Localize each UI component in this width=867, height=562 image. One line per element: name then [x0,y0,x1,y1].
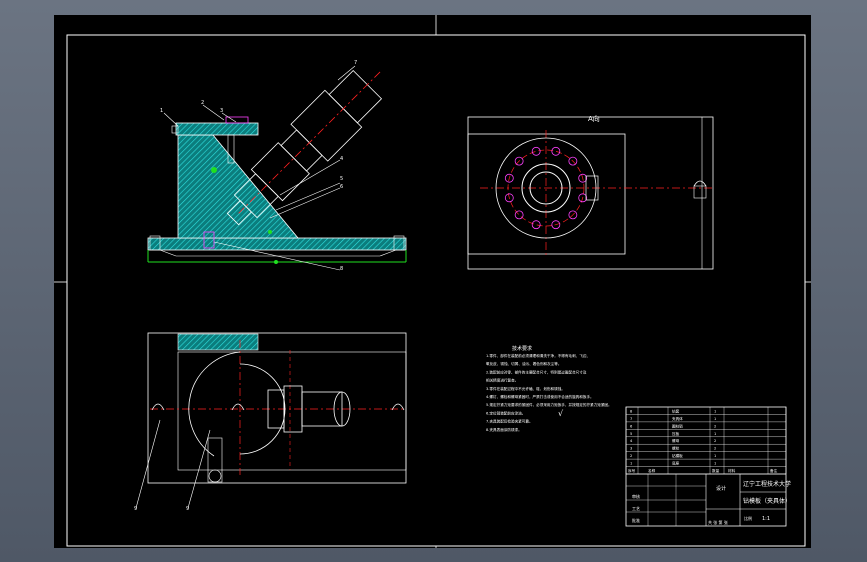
note-line: 3.零件在装配过程中不允许磕、碰、划伤和锈蚀。 [486,386,565,391]
part-balloons: 1 2 3 4 5 6 7 8 9 9 [134,60,357,512]
balloon-label: 7 [354,60,357,66]
note-line: 1.零件、部件在装配前必须清理和清洗干净，不得有毛刺、飞边、 [486,353,590,358]
bolt-hole [568,156,578,166]
parts-cell: 1 [714,409,716,413]
bolt-hole [504,193,514,203]
scale-value: 1:1 [762,516,770,522]
parts-header-cell: 序号 [628,468,636,473]
balloon-label: 3 [220,108,223,114]
parts-cell: 7 [630,417,632,421]
balloon-label: 6 [340,184,343,190]
label-design: 设计 [716,485,726,492]
parts-cell: 2 [630,454,632,458]
parts-cell: 5 [630,432,632,436]
parts-cell: 螺母 [672,438,680,443]
base-plate [147,237,407,251]
parts-cell: 圆柱销 [672,423,683,428]
parts-header-cell: 名称 [648,468,656,473]
balloon-label: 2 [201,100,204,106]
balloon-label: 5 [340,176,343,182]
bolt-hole-circle [504,146,588,230]
bolt-hole [578,173,588,183]
balloon-label: 8 [340,266,343,272]
bolt-hole [568,210,578,220]
bolt-hole [531,220,541,230]
border-ticks [54,15,811,548]
parts-header-cell: 备注 [770,468,778,473]
a-view: A向 [467,114,714,270]
balloon-label: 4 [340,156,343,162]
parts-cell: 螺栓 [672,446,680,451]
notes-heading: 技术要求 [512,345,532,352]
a-view-title: A向 [588,114,600,123]
front-view [147,65,407,271]
parts-cell: 1 [714,417,716,421]
bolt-hole [531,146,541,156]
bolt-hole [514,210,524,220]
note-line: 5.规定拧紧力矩要求的紧固件，必须采用力矩扳手，并按规定的拧紧力矩紧固。 [486,402,612,407]
surface-symbol: √ [558,409,564,418]
bolt-hole [551,146,561,156]
parts-cell: 2 [714,439,716,443]
parts-cell: 4 [630,439,633,443]
bolt-hole [504,173,514,183]
parts-cell: 3 [630,447,632,451]
top-plate [175,122,259,136]
label-approve: 批准 [632,517,640,523]
note-line: 8.夹具表面涂防锈漆。 [486,427,522,432]
balloon-label: 1 [160,108,163,114]
drawing-sheet [54,15,811,548]
parts-cell: 底座 [672,461,680,466]
technical-notes: 技术要求 1.零件、部件在装配前必须清理和清洗干净，不得有毛刺、飞边、氧化皮、锈… [486,345,612,432]
parts-cell: 2 [714,424,716,428]
balloon-label: 9 [186,506,189,512]
parts-cell: 1 [714,454,716,458]
parts-cell: 夹具体 [672,416,683,421]
parts-header-cell: 材料 [728,468,736,473]
bolt-hole [578,193,588,203]
balloon-label: 9 [134,506,137,512]
drawing-name: 钻模板（夹具体） [743,497,791,505]
parts-cell: 钻模板 [672,453,683,458]
parts-cell: 1 [714,462,716,466]
top-view [135,332,407,509]
top-view-plate [177,333,259,351]
parts-cell: 1 [714,432,716,436]
parts-cell: 1 [630,462,632,466]
title-block: 8 钻套 1 7 夹具体 1 6 圆柱销 2 5 压板 1 4 螺母 2 3 螺栓 2 2 钻模板 1 1 底座 1 序号 名称 数… [625,406,791,527]
parts-cell: 8 [630,409,633,413]
parts-cell: 6 [630,424,633,428]
school-name: 辽宁工程技术大学 [743,480,791,488]
parts-cell: 压板 [672,431,680,436]
note-line: 2.装配前应对零、部件的主要配合尺寸，特别是过盈配合尺寸及 [486,369,587,374]
note-line: 氧化皮、锈蚀、切屑、油污、着色剂和灰尘等。 [486,361,561,366]
parts-header-cell: 数量 [712,468,720,473]
parts-cell: 钻套 [672,408,680,413]
sheet-count: 共 张 第 张 [708,519,728,525]
note-line: 6.定位销装配前应涂油。 [486,410,525,415]
label-scale: 比例 [744,515,752,521]
label-check: 审核 [632,493,640,499]
note-line: 7.夹具装配后检验夹紧可靠。 [486,419,533,424]
label-process: 工艺 [632,506,640,511]
bolt-hole [514,156,524,166]
parts-cell: 2 [714,447,716,451]
note-line: 4.螺钉、螺栓和螺母紧固时，严禁打击或使用不合适的旋具和扳手。 [486,394,594,399]
note-line: 相关精度进行复查。 [486,378,518,383]
bolt-hole [551,220,561,230]
